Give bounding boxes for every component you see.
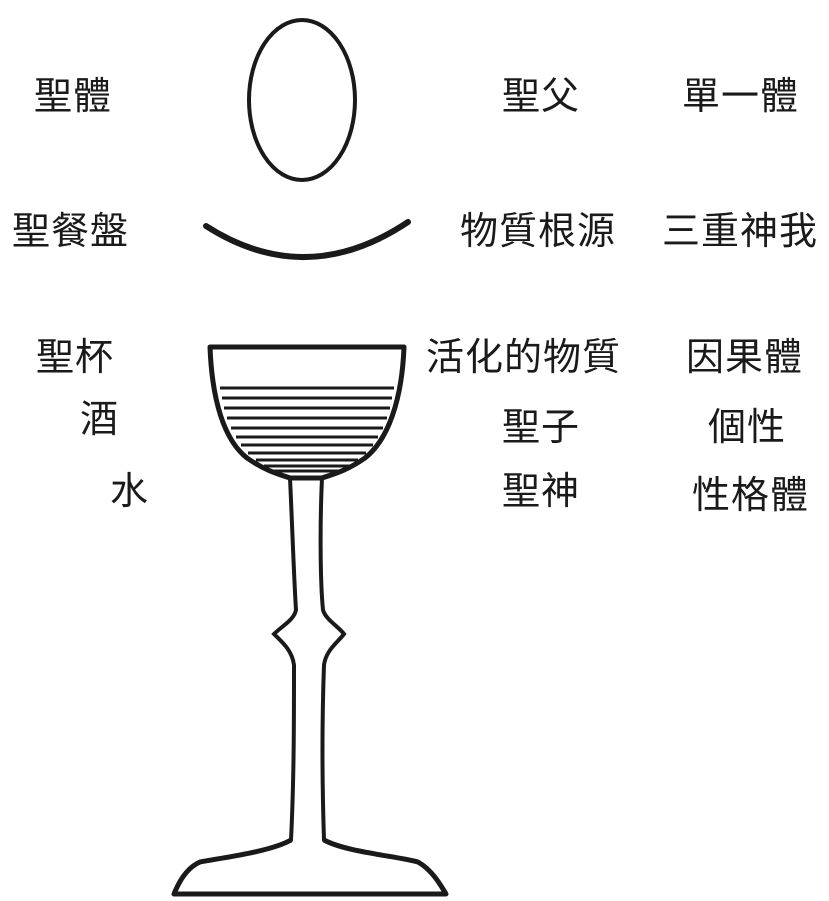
host-wafer-shape: [247, 18, 357, 182]
label-matter-root: 物質根源: [460, 209, 617, 253]
label-water: 水: [110, 469, 150, 513]
label-host: 聖體: [34, 74, 113, 118]
chalice-cup-shape: [207, 344, 407, 481]
chalice-stem-left: [271, 476, 299, 842]
label-individuality: 個性: [708, 405, 787, 449]
label-son: 聖子: [502, 405, 581, 449]
label-wine: 酒: [80, 397, 120, 441]
label-father: 聖父: [502, 74, 581, 118]
label-holy-spirit: 聖神: [502, 469, 581, 513]
chalice-stem-right: [318, 476, 347, 842]
label-causal-body: 因果體: [686, 335, 804, 379]
label-living-matter: 活化的物質: [426, 335, 622, 379]
label-chalice: 聖杯: [36, 335, 115, 379]
chalice-liquid-lines: [220, 386, 394, 473]
paten-shape: [203, 219, 411, 260]
label-triple-self: 三重神我: [662, 209, 819, 253]
label-monad: 單一體: [682, 74, 800, 118]
chalice-base-shape: [171, 837, 449, 897]
label-paten: 聖餐盤: [12, 209, 130, 253]
label-personality-body: 性格體: [692, 473, 810, 517]
